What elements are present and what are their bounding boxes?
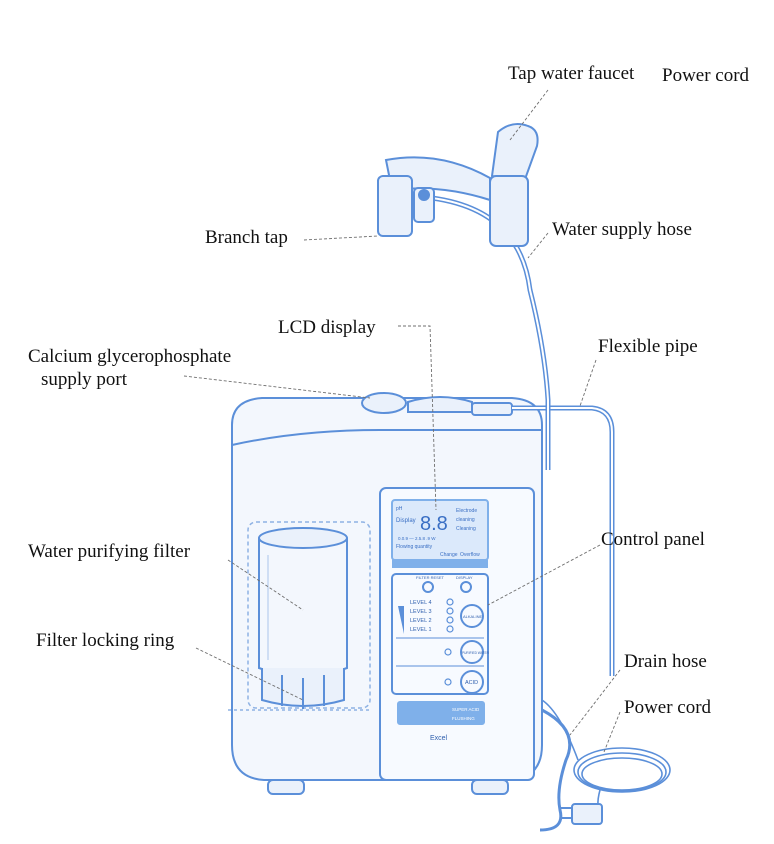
display-button-label: DISPLAY <box>456 575 473 580</box>
flushing-label: FLUSHING <box>452 716 475 721</box>
leader-power-cord-bottom <box>603 711 621 753</box>
lcd-cleaning-label-2: Cleaning <box>456 526 476 532</box>
brand-label: Excel <box>430 735 448 742</box>
label-lcd-display: LCD display <box>278 317 376 338</box>
lcd-ph-label: pH <box>396 506 403 512</box>
level-1-label: LEVEL 1 <box>410 627 432 633</box>
label-control-panel: Control panel <box>601 529 705 550</box>
foot-right <box>471 779 509 795</box>
leader-tap-water-faucet <box>509 89 549 141</box>
purified-water-button[interactable] <box>460 640 484 664</box>
super-acid-flushing-bar <box>397 701 485 725</box>
label-tap-water-faucet: Tap water faucet <box>508 63 635 84</box>
level-2-indicator <box>446 616 454 624</box>
acid-label: ACID <box>465 680 478 686</box>
leader-control-panel <box>487 544 601 606</box>
filter-reset-label: FILTER RESET <box>416 575 444 580</box>
leader-water-supply-hose <box>527 232 549 259</box>
label-power-cord-top: Power cord <box>662 65 750 86</box>
drain-hose <box>539 708 572 832</box>
purified-water-label: PURIFIED WATER <box>462 651 490 655</box>
filter-locking-ring <box>261 668 345 709</box>
lcd-flowing-quantity: Flowing quantity <box>396 544 433 550</box>
filter-housing <box>247 521 371 709</box>
level-2-label: LEVEL 2 <box>410 618 432 624</box>
tap-water-faucet <box>384 123 539 247</box>
label-calcium-port-line2: supply port <box>41 369 128 390</box>
label-water-purifying-filter: Water purifying filter <box>28 541 191 562</box>
lcd-electrode-label: Electrode <box>456 508 477 514</box>
label-water-supply-hose: Water supply hose <box>552 219 692 240</box>
purified-water-indicator <box>444 648 452 656</box>
leader-flexible-pipe <box>579 359 597 407</box>
leader-drain-hose <box>569 669 621 736</box>
display-button[interactable] <box>460 581 472 593</box>
acid-indicator <box>444 678 452 686</box>
lcd-scale: 0.0.9 — 2.5.8 .9 W <box>398 536 436 541</box>
super-acid-label: SUPER ACID <box>452 707 480 712</box>
level-3-indicator <box>446 607 454 615</box>
label-calcium-port-line1: Calcium glycerophosphate <box>28 346 232 367</box>
lcd-change: Change <box>440 552 458 558</box>
leader-water-purifying-filter <box>227 559 304 611</box>
lcd-digits: 8.8 <box>420 513 448 535</box>
foot-left <box>267 779 305 795</box>
lcd-overflow: Overflow <box>460 552 480 558</box>
leader-branch-tap <box>303 235 379 241</box>
lcd-display-label: Display <box>396 518 416 524</box>
label-power-cord-bottom: Power cord <box>624 697 712 718</box>
level-4-label: LEVEL 4 <box>410 600 432 606</box>
alkaline-label: ALKALINE <box>463 614 482 619</box>
power-plug <box>560 803 603 825</box>
acid-button[interactable] <box>460 670 484 694</box>
level-3-label: LEVEL 3 <box>410 609 432 615</box>
level-1-indicator <box>446 625 454 633</box>
leader-calcium-port <box>183 375 371 399</box>
branch-tap <box>377 175 435 237</box>
label-flexible-pipe: Flexible pipe <box>598 336 698 357</box>
label-branch-tap: Branch tap <box>205 227 288 248</box>
outlet-housing <box>407 396 473 413</box>
alkaline-button[interactable] <box>460 604 484 628</box>
control-panel <box>391 573 489 695</box>
filter-reset-button[interactable] <box>422 581 434 593</box>
body-inner-line <box>231 429 542 446</box>
lcd-cleaning-label-1: cleaning <box>456 517 475 523</box>
leader-lcd-display <box>398 325 437 511</box>
label-filter-locking-ring: Filter locking ring <box>36 630 175 651</box>
level-4-indicator <box>446 598 454 606</box>
label-drain-hose: Drain hose <box>624 651 707 672</box>
calcium-glycerophosphate-supply-port[interactable] <box>361 392 407 414</box>
